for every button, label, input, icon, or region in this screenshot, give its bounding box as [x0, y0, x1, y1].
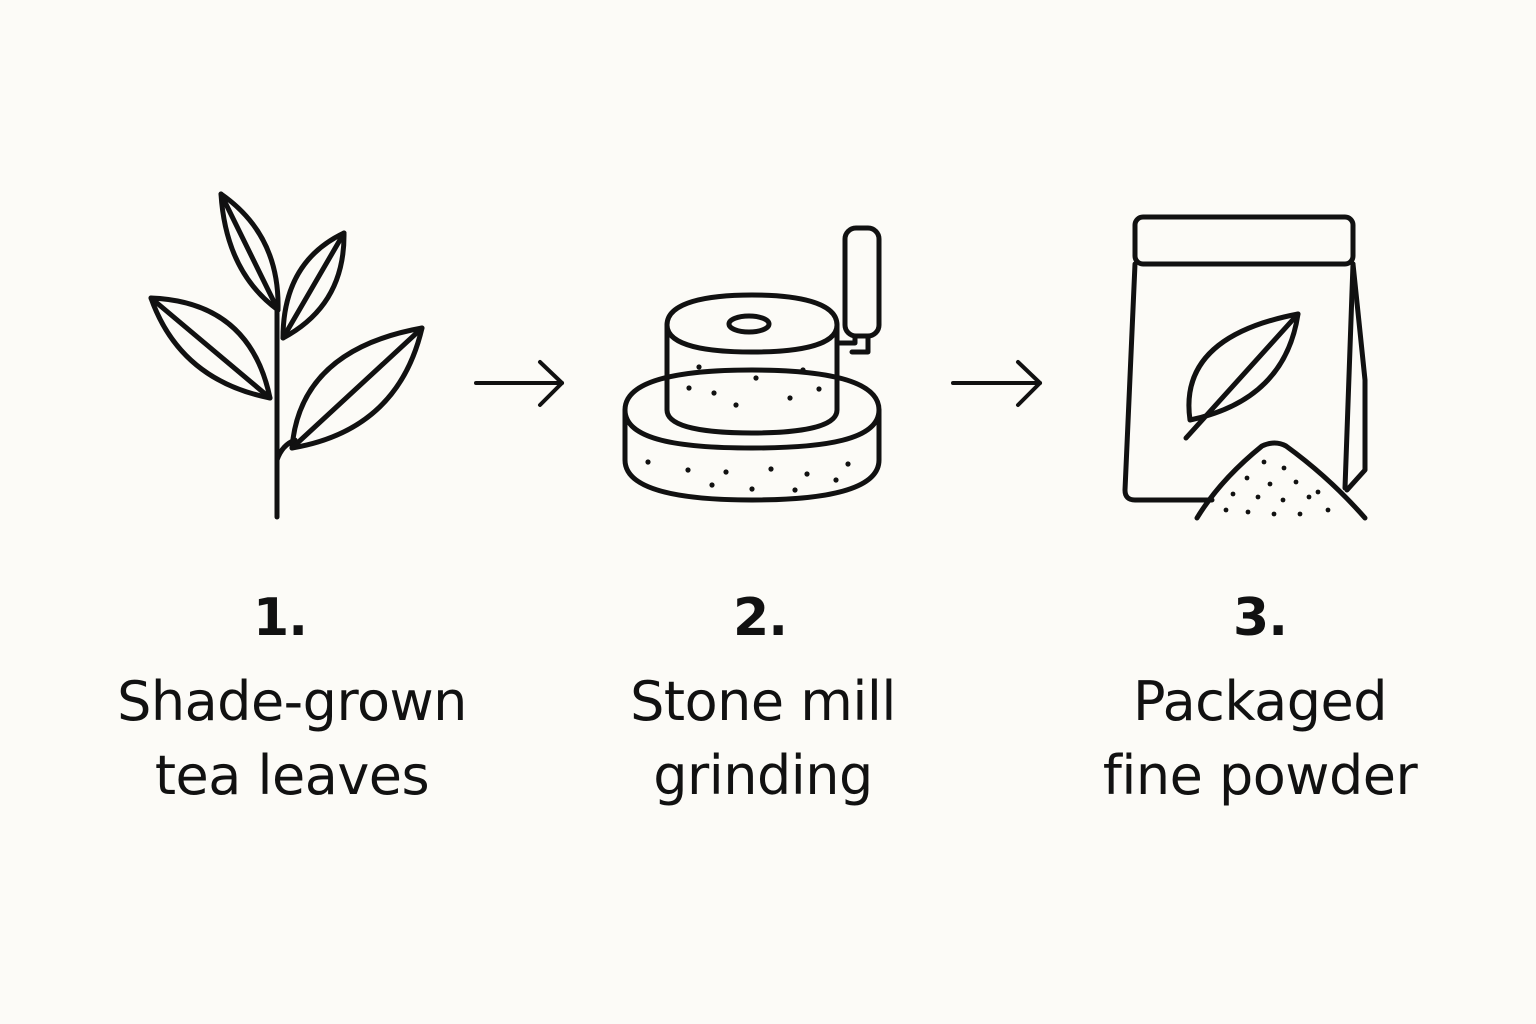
arrow-right-icon: [945, 355, 1045, 415]
stone-mill-icon: [615, 220, 895, 510]
step-label: Stone mill grinding: [533, 665, 993, 813]
step-label-line: fine powder: [1102, 744, 1418, 807]
step-label-line: Packaged: [1132, 670, 1388, 733]
step-label-line: Stone mill: [630, 670, 896, 733]
step-label-line: grinding: [653, 744, 873, 807]
step-number: 1.: [253, 588, 308, 648]
step-label-line: tea leaves: [154, 744, 430, 807]
powder-pouch-icon: [1115, 210, 1375, 530]
step-label: Shade-grown tea leaves: [62, 665, 522, 813]
arrow-right-icon: [470, 355, 570, 415]
step-label-line: Shade-grown: [117, 670, 467, 733]
tea-plant-icon: [140, 180, 440, 530]
step-number: 2.: [733, 588, 788, 648]
step-number: 3.: [1233, 588, 1288, 648]
step-label: Packaged fine powder: [1030, 665, 1490, 813]
